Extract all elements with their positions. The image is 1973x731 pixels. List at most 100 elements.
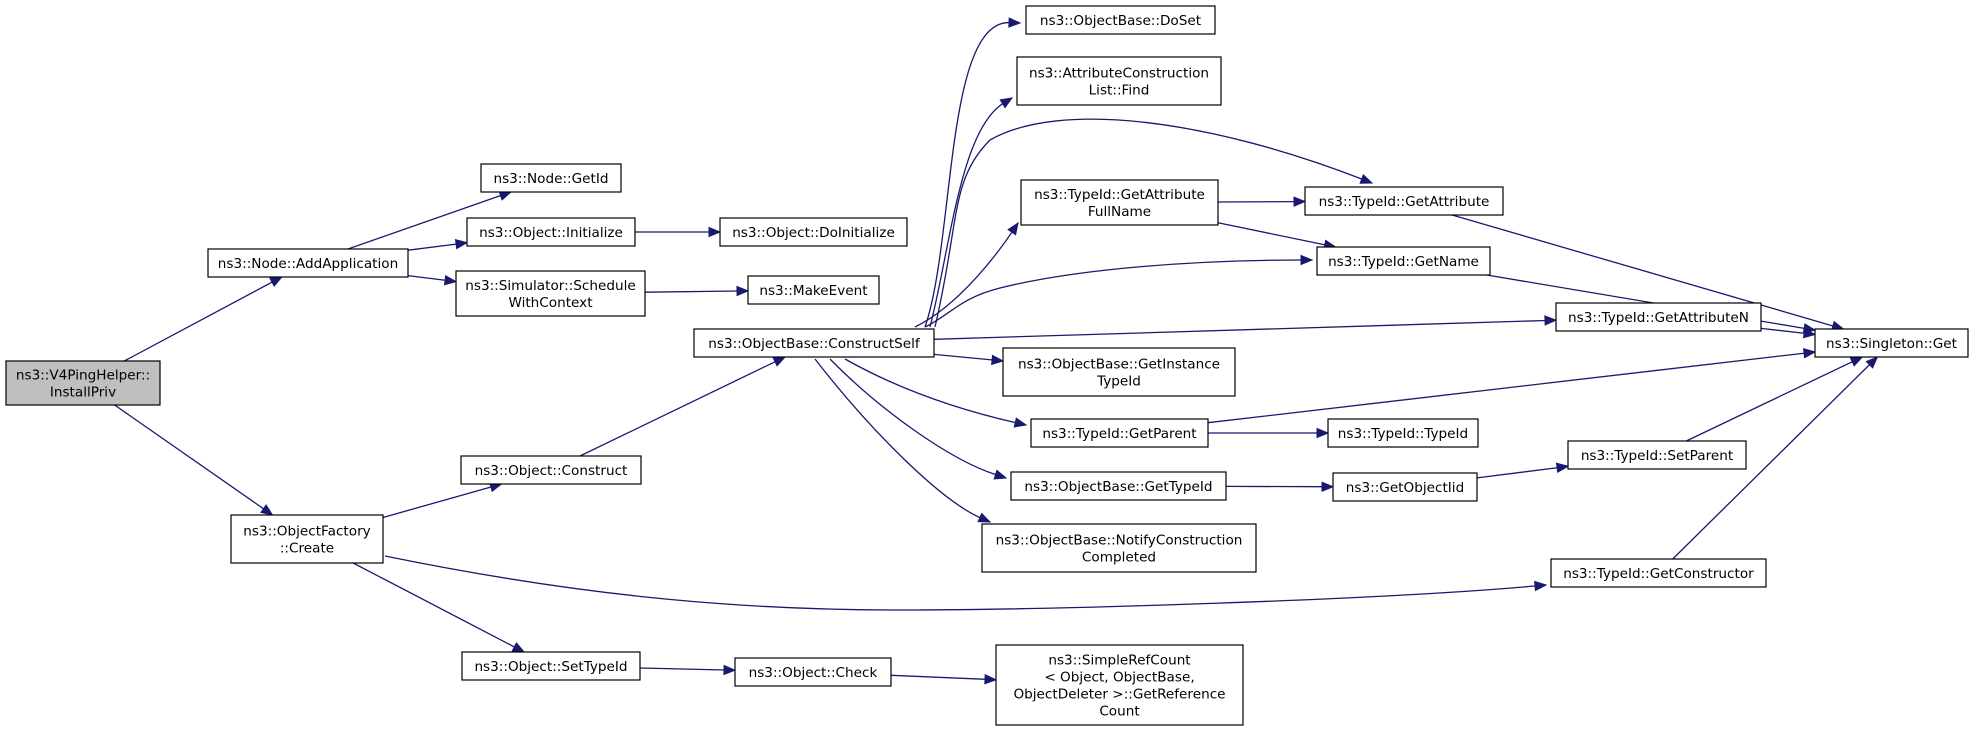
arrowhead-icon xyxy=(443,274,458,286)
arrowhead-icon xyxy=(511,642,526,653)
edge-line xyxy=(384,555,1537,611)
node-box xyxy=(1316,246,1491,276)
edge-line xyxy=(407,243,458,251)
edge-schedule-to-makeevent xyxy=(644,285,750,297)
node-doinit[interactable]: ns3::Object::DoInitialize xyxy=(719,217,908,247)
node-check[interactable]: ns3::Object::Check xyxy=(734,657,892,687)
node-label: ns3::TypeId::GetConstructor xyxy=(1563,566,1754,582)
edge-line xyxy=(347,194,502,250)
node-box xyxy=(1002,347,1236,397)
node-gettypeid[interactable]: ns3::ObjectBase::GetTypeId xyxy=(1010,471,1227,501)
node-label: ObjectDeleter >::GetReference xyxy=(1013,686,1225,702)
node-label: ns3::ObjectFactory xyxy=(243,523,370,539)
arrowhead-icon xyxy=(1300,254,1314,266)
edge-getattrfull-to-getname xyxy=(1217,222,1337,250)
node-box xyxy=(1025,5,1216,35)
node-label: ns3::GetObjectIid xyxy=(1346,480,1464,496)
edge-constructself-to-getattrn xyxy=(933,315,1558,340)
node-doset[interactable]: ns3::ObjectBase::DoSet xyxy=(1025,5,1216,35)
node-label: ns3::TypeId::GetAttributeN xyxy=(1568,310,1749,326)
edge-getattrfull-to-getattr xyxy=(1217,196,1307,207)
node-getid[interactable]: ns3::Node::GetId xyxy=(480,163,622,193)
edges-layer xyxy=(114,17,1879,685)
edge-constructself-to-getparent xyxy=(844,358,1028,428)
node-box xyxy=(230,514,384,564)
node-construct[interactable]: ns3::Object::Construct xyxy=(460,455,642,485)
node-label: ns3::TypeId::GetParent xyxy=(1042,426,1196,442)
edge-settypeid-to-check xyxy=(639,664,737,676)
node-label: < Object, ObjectBase, xyxy=(1044,669,1194,685)
arrowhead-icon xyxy=(736,285,750,297)
arrowhead-icon xyxy=(1555,462,1570,473)
arrowhead-icon xyxy=(1359,173,1374,184)
edge-getconstructor-to-singleton xyxy=(1672,356,1879,560)
node-box xyxy=(480,163,622,193)
edge-line xyxy=(933,319,1547,340)
node-box xyxy=(455,270,646,317)
node-addapp[interactable]: ns3::Node::AddApplication xyxy=(207,248,409,278)
node-box xyxy=(719,217,908,247)
node-label: ns3::Node::AddApplication xyxy=(218,256,398,272)
node-getobjectiid[interactable]: ns3::GetObjectIid xyxy=(1332,472,1478,502)
node-getattrn[interactable]: ns3::TypeId::GetAttributeN xyxy=(1555,302,1762,332)
edge-line xyxy=(123,281,274,362)
edge-line xyxy=(382,486,493,519)
node-box xyxy=(747,275,880,305)
node-settypeid[interactable]: ns3::Object::SetTypeId xyxy=(461,651,641,681)
node-initialize[interactable]: ns3::Object::Initialize xyxy=(466,217,636,247)
node-simplerefcount[interactable]: ns3::SimpleRefCount< Object, ObjectBase,… xyxy=(995,644,1244,726)
arrowhead-icon xyxy=(1544,315,1558,326)
edge-line xyxy=(924,21,1011,328)
edge-getattrn-to-singleton xyxy=(1760,327,1817,339)
edge-line xyxy=(929,102,1004,328)
edge-construct-to-constructself xyxy=(579,356,787,457)
arrowhead-icon xyxy=(1293,196,1307,207)
edge-line xyxy=(814,358,982,519)
node-label: Completed xyxy=(1082,549,1156,565)
node-makeevent[interactable]: ns3::MakeEvent xyxy=(747,275,880,305)
arrowhead-icon xyxy=(260,504,274,516)
node-typeid[interactable]: ns3::TypeId::TypeId xyxy=(1327,418,1479,448)
node-box xyxy=(5,360,161,406)
node-box xyxy=(1030,418,1209,448)
node-getname[interactable]: ns3::TypeId::GetName xyxy=(1316,246,1491,276)
arrowhead-icon xyxy=(723,664,737,676)
node-label: ns3::TypeId::SetParent xyxy=(1581,448,1733,464)
node-box xyxy=(981,523,1257,573)
edge-line xyxy=(579,360,777,457)
edge-line xyxy=(644,290,739,293)
edge-setparent-to-singleton xyxy=(1686,356,1864,442)
node-getattr[interactable]: ns3::TypeId::GetAttribute xyxy=(1304,186,1504,216)
edge-constructself-to-getattr xyxy=(934,118,1374,328)
node-label: ns3::ObjectBase::GetTypeId xyxy=(1024,479,1212,495)
edge-check-to-simplerefcount xyxy=(890,674,998,685)
node-factory[interactable]: ns3::ObjectFactory::Create xyxy=(230,514,384,564)
edge-constructself-to-gettypeid xyxy=(829,358,1008,480)
edge-constructself-to-doset xyxy=(924,17,1022,328)
node-label: ns3::Object::SetTypeId xyxy=(474,659,627,675)
node-box xyxy=(995,644,1244,726)
node-label: List::Find xyxy=(1089,82,1150,98)
edge-line xyxy=(1686,360,1854,442)
node-box xyxy=(461,651,641,681)
arrowhead-icon xyxy=(772,356,787,367)
node-constructself[interactable]: ns3::ObjectBase::ConstructSelf xyxy=(693,328,935,358)
node-label: ns3::TypeId::GetAttribute xyxy=(1319,194,1490,210)
node-setparent[interactable]: ns3::TypeId::SetParent xyxy=(1567,440,1747,470)
arrowhead-icon xyxy=(1802,348,1817,359)
node-label: ns3::Singleton::Get xyxy=(1826,336,1957,352)
node-notify[interactable]: ns3::ObjectBase::NotifyConstructionCompl… xyxy=(981,523,1257,573)
edge-line xyxy=(829,358,997,476)
node-getconstructor[interactable]: ns3::TypeId::GetConstructor xyxy=(1550,558,1767,588)
node-install[interactable]: ns3::V4PingHelper::InstallPriv xyxy=(5,360,161,406)
node-singleton[interactable]: ns3::Singleton::Get xyxy=(1814,328,1969,358)
node-label: WithContext xyxy=(508,295,592,311)
node-label: ns3::V4PingHelper:: xyxy=(16,367,150,383)
node-getparent[interactable]: ns3::TypeId::GetParent xyxy=(1030,418,1209,448)
arrowhead-icon xyxy=(269,276,283,288)
